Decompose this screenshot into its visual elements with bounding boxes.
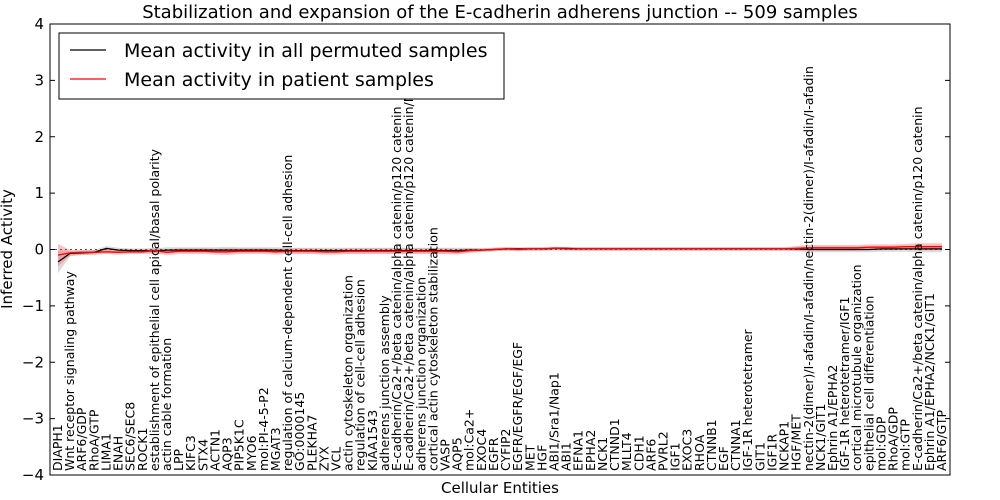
x-tick-label: GIT1 — [752, 442, 767, 471]
x-tick-label: E-cadherin/Ca2+/beta catenin/alpha caten… — [910, 106, 925, 471]
x-tick-label: SEC6/SEC8 — [123, 402, 138, 471]
x-tick-label: AQP5 — [450, 437, 465, 471]
x-tick-label: PVRL2 — [656, 431, 671, 471]
x-tick-label: MLLT4 — [619, 432, 634, 471]
x-tick-label: NCKAP1 — [777, 421, 792, 471]
x-tick-label: EGFR — [486, 437, 501, 471]
x-tick-label: cortical actin cytoskeleton stabilizatio… — [425, 227, 440, 471]
x-tick-label: ARF6/GTP — [934, 410, 949, 471]
x-tick-label: EXOC4 — [474, 429, 489, 471]
x-tick-label: CTNND1 — [607, 418, 622, 471]
x-tick-label: KIAA1543 — [365, 410, 380, 471]
x-tick-label: NCK1 — [595, 437, 610, 471]
x-tick-label: NCK1/GIT1 — [813, 404, 828, 471]
x-tick-label: RHOA — [692, 434, 707, 471]
x-tick-label: EPHA2 — [583, 430, 598, 471]
x-tick-label: GO:0000145 — [292, 392, 307, 471]
x-tick-label: LPP — [171, 448, 186, 471]
x-tick-label: adherens junction assembly — [377, 295, 392, 471]
x-tick-label: EGFR/EGFR/EGF/EGF — [510, 342, 525, 471]
legend-frame — [58, 32, 505, 100]
x-tick-label: ABI1/Sra1/Nap1 — [547, 372, 562, 471]
x-tick-label: mol:Ca2+ — [462, 409, 477, 471]
x-tick-label: establishment of epithelial cell apical/… — [147, 148, 162, 471]
x-tick-label: nectin-2(dimer)/I-afadin/I-afadin/nectin… — [801, 66, 816, 471]
chart-title: Stabilization and expansion of the E-cad… — [142, 2, 858, 23]
x-tick-label: HGF — [534, 445, 549, 471]
x-tick-label: mol:GDP — [874, 416, 889, 471]
x-tick-label: LIMA1 — [98, 433, 113, 471]
x-tick-label: PIP5K1C — [232, 419, 247, 471]
x-tick-label: Ephrin A1/EPHA2/NCK1/GIT1 — [922, 293, 937, 471]
y-axis-label: Inferred Activity — [0, 189, 16, 309]
x-tick-label: KIFC3 — [183, 435, 198, 471]
x-tick-label: E-cadherin/Ca2+/beta catenin/alpha caten… — [401, 62, 416, 471]
x-tick-label: ENAH — [111, 436, 126, 471]
x-tick-label: DIAPH1 — [50, 424, 65, 471]
y-tick-label: 2 — [34, 128, 44, 146]
x-tick-label: IGF1R — [765, 433, 780, 471]
series-line-patient — [57, 246, 942, 256]
x-tick-label: CTNNB1 — [704, 419, 719, 471]
x-tick-label: ARF6 — [643, 439, 658, 471]
legend-label-permuted: Mean activity in all permuted samples — [124, 40, 487, 62]
x-tick-label: epithelial cell differentiation — [861, 296, 876, 471]
x-tick-label: ABI1 — [559, 442, 574, 471]
y-tick-label: 1 — [34, 184, 44, 202]
x-tick-label: CTNNA1 — [728, 419, 743, 471]
x-tick-label: EFNA1 — [571, 430, 586, 471]
x-tick-label: IGF-1R heterotetramer/IGF1 — [837, 297, 852, 471]
y-tick-label: −1 — [22, 297, 44, 315]
y-tick-label: −3 — [22, 410, 44, 428]
x-tick-label: E-cadherin/Ca2+/beta catenin/alpha caten… — [389, 106, 404, 471]
x-tick-label: Wnt receptor signaling pathway — [62, 271, 77, 471]
x-tick-label: RhoA/GDP — [886, 407, 901, 471]
x-tick-label: regulation of cell-cell adhesion — [353, 279, 368, 471]
y-tick-label: 0 — [34, 241, 44, 259]
y-tick-label: 4 — [34, 15, 44, 33]
x-tick-label: HGF/MET — [789, 414, 804, 471]
x-tick-label: EGF — [716, 446, 731, 471]
x-tick-label: MET — [522, 444, 537, 471]
x-tick-label: Ephrin A1/EPHA2 — [825, 365, 840, 471]
x-tick-label: mol:PI-4-5-P2 — [256, 387, 271, 471]
x-tick-label: ARF6/GDP — [74, 407, 89, 471]
y-tick-label: 3 — [34, 71, 44, 89]
x-tick-label: RhoA/GTP — [86, 409, 101, 471]
x-tick-label: VCL — [329, 447, 344, 471]
band-permuted — [58, 245, 942, 274]
plot-area — [49, 23, 951, 476]
x-tick-label: PLEKHA7 — [304, 414, 319, 471]
x-tick-label: CYFIP2 — [498, 428, 513, 471]
x-tick-label: CDH1 — [631, 435, 646, 471]
y-tick-label: −4 — [22, 466, 44, 484]
x-tick-label: AQP3 — [220, 437, 235, 471]
x-tick-label: EXOC3 — [680, 429, 695, 471]
x-tick-label: ZYX — [316, 446, 331, 471]
y-axis: −4 −3 −2 −1 0 1 2 3 4 — [22, 15, 950, 484]
x-tick-label: regulation of calcium-dependent cell-cel… — [280, 155, 295, 471]
x-tick-label: actin cable formation — [159, 338, 174, 471]
x-tick-label: MYO6 — [244, 435, 259, 471]
x-tick-label: actin cytoskeleton organization — [341, 275, 356, 471]
x-tick-label: mol:GTP — [898, 419, 913, 471]
legend: Mean activity in all permuted samples Me… — [58, 32, 505, 100]
x-tick-label: VASP — [438, 439, 453, 471]
x-tick-label: STX4 — [195, 439, 210, 471]
x-axis-label: Cellular Entities — [441, 479, 559, 497]
x-tick-label: adherens junction organization — [413, 277, 428, 471]
legend-label-patient: Mean activity in patient samples — [124, 69, 434, 91]
x-tick-label: ACTN1 — [207, 429, 222, 471]
x-tick-label: cortical microtubule organization — [849, 264, 864, 471]
x-tick-label: ROCK1 — [135, 428, 150, 471]
x-tick-label: MGAT3 — [268, 427, 283, 471]
x-tick-label: IGF1 — [668, 442, 683, 471]
x-tick-label: IGF-1R heterotetramer — [740, 328, 755, 471]
y-tick-label: −2 — [22, 353, 44, 371]
